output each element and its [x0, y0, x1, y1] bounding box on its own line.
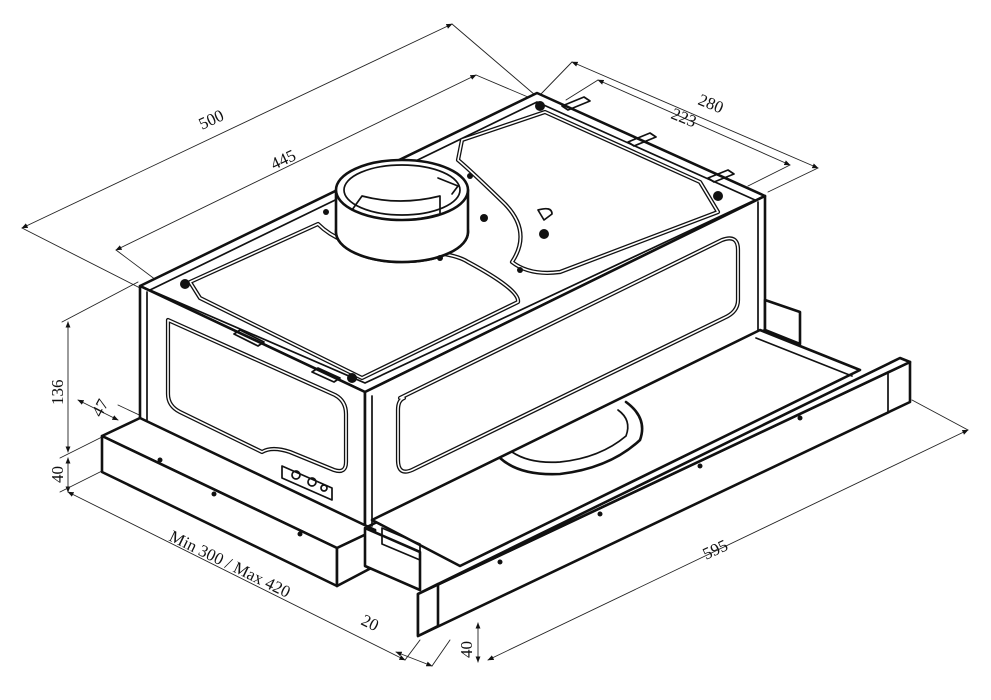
dim-chimney-offset: 47 [88, 396, 113, 420]
dim-overall-depth: 500 [196, 106, 227, 134]
dim-front-width: 595 [700, 536, 731, 564]
dim-overall-width-top: 280 [696, 90, 727, 117]
dim-body-height: 136 [48, 380, 67, 406]
dim-front-panel-depth: 20 [358, 611, 382, 636]
dim-body-depth: 445 [268, 146, 299, 174]
telescopic-drawer [363, 298, 912, 638]
dim-front-panel-height-left: 40 [48, 466, 67, 483]
dimension-lines [21, 23, 969, 667]
dim-inner-width-top: 223 [669, 104, 700, 131]
hood-body [138, 91, 767, 530]
dim-front-panel-height-right: 40 [457, 641, 476, 658]
left-front-panel [100, 416, 377, 588]
